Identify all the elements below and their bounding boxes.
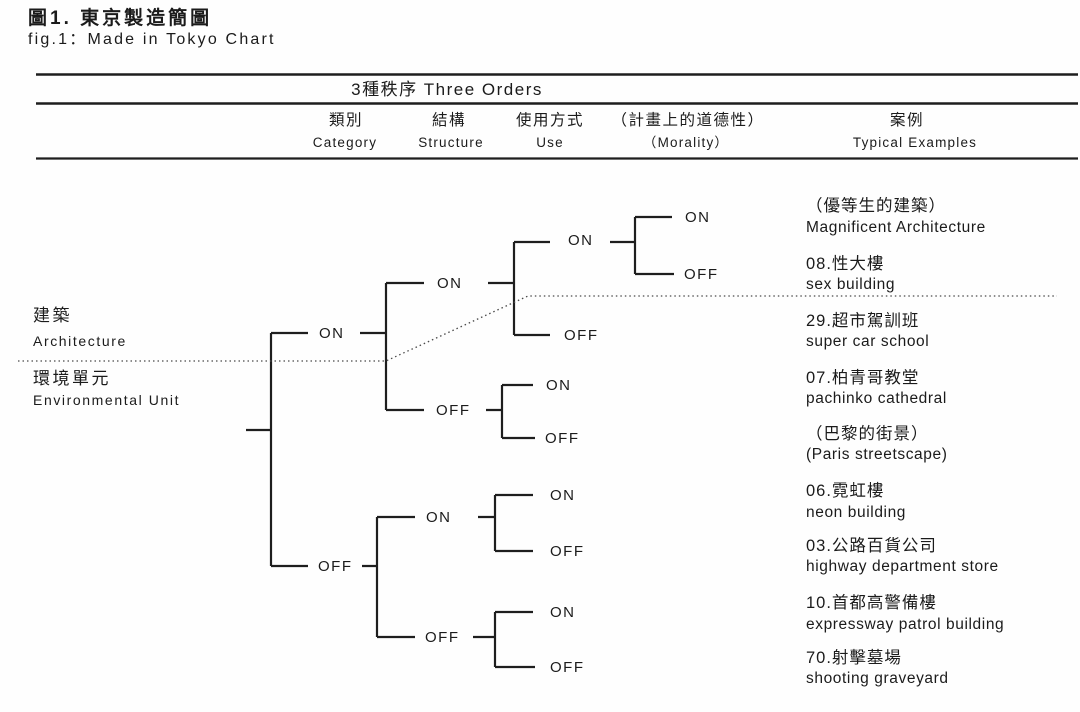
column-header-category-zh: 類別 (328, 112, 364, 129)
example-en: (Paris streetscape) (806, 446, 948, 463)
example-zh: 03.公路百貨公司 (806, 537, 937, 555)
example-en: expressway patrol building (806, 616, 1005, 633)
node-use-on-1: ON (568, 232, 594, 249)
example-zh: 70.射擊墓場 (806, 649, 902, 667)
example-zh: 10.首都高警備樓 (806, 594, 937, 612)
column-header-use-en: Use (536, 135, 564, 150)
side-label-architecture-zh: 建築 (33, 306, 72, 325)
example-zh: 07.柏青哥教堂 (806, 369, 920, 387)
example-zh: （巴黎的街景） (806, 425, 929, 443)
node-morality-off: OFF (684, 266, 719, 283)
node-morality-on: ON (685, 209, 711, 226)
column-header-morality-zh: （計畫上的道德性） (611, 112, 765, 129)
node-use-on-3: ON (550, 487, 576, 504)
node-structure-off-upper: OFF (436, 402, 471, 419)
column-header-examples-en: Typical Examples (852, 135, 978, 150)
node-use-off-4: OFF (550, 659, 585, 676)
example-zh: 29.超市駕訓班 (806, 312, 920, 330)
node-use-off-1: OFF (564, 327, 599, 344)
example-en: neon building (806, 504, 907, 521)
example-en: super car school (806, 333, 930, 350)
example-en: sex building (806, 276, 896, 293)
column-header-category-en: Category (312, 135, 378, 150)
node-use-off-2: OFF (545, 430, 580, 447)
tree-branch-lines (246, 215, 674, 669)
column-header-morality-en: （Morality） (642, 135, 730, 150)
example-zh: 08.性大樓 (806, 255, 885, 273)
header-group-title: 3種秩序 Three Orders (351, 80, 543, 99)
example-en: shooting graveyard (806, 670, 949, 687)
node-structure-off-lower: OFF (425, 629, 460, 646)
figure-title-zh: 圖1. 東京製造簡圖 (28, 8, 213, 29)
side-label-environmental-unit-en: Environmental Unit (33, 392, 181, 408)
example-en: pachinko cathedral (806, 390, 947, 407)
figure-title-en: fig.1：Made in Tokyo Chart (28, 31, 276, 48)
side-label-environmental-unit-zh: 環境單元 (33, 369, 111, 388)
node-category-off: OFF (318, 558, 353, 575)
node-category-on: ON (319, 325, 345, 342)
node-structure-on-upper: ON (437, 275, 463, 292)
column-header-use-zh: 使用方式 (515, 112, 585, 129)
column-header-structure-zh: 結構 (431, 112, 467, 129)
node-use-off-3: OFF (550, 543, 585, 560)
example-en: highway department store (806, 558, 999, 575)
example-zh: 06.霓虹樓 (806, 482, 885, 500)
node-use-on-4: ON (550, 604, 576, 621)
node-use-on-2: ON (546, 377, 572, 394)
example-zh: （優等生的建築） (806, 197, 946, 215)
node-structure-on-lower: ON (426, 509, 452, 526)
column-header-examples-zh: 案例 (889, 112, 925, 129)
side-label-architecture-en: Architecture (33, 333, 127, 349)
example-en: Magnificent Architecture (806, 219, 986, 236)
column-header-structure-en: Structure (418, 135, 484, 150)
architecture-environment-divider-dotted-line (18, 295, 1057, 362)
